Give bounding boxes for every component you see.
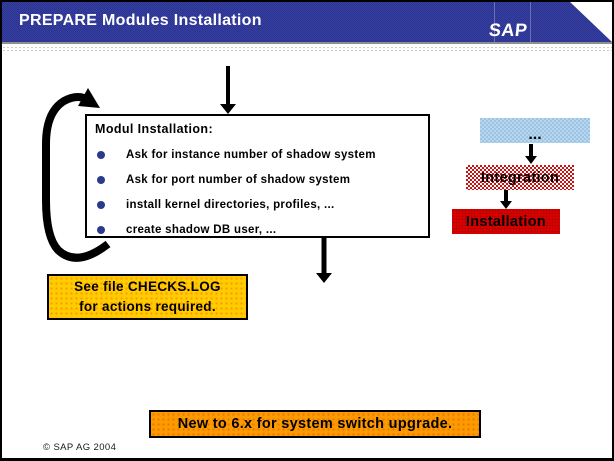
- down-arrow-icon: [524, 144, 538, 164]
- bullet-icon: [97, 226, 105, 234]
- integration-label: Integration: [480, 169, 560, 186]
- header-shadow-texture: [2, 46, 612, 51]
- note-line: See file CHECKS.LOG: [74, 279, 221, 294]
- module-box: Modul Installation: Ask for instance num…: [85, 114, 430, 238]
- bullet-icon: [97, 201, 105, 209]
- down-arrow-icon: [316, 238, 332, 283]
- bullet-text: create shadow DB user, ...: [126, 224, 277, 236]
- note-text: New to 6.x for system switch upgrade.: [177, 416, 453, 432]
- bullet-text: install kernel directories, profiles, ..…: [126, 199, 335, 211]
- checks-log-note: See file CHECKS.LOG for actions required…: [47, 274, 248, 320]
- ellipsis-box: ...: [480, 118, 590, 143]
- note-line: for actions required.: [79, 299, 216, 314]
- bullet-text: Ask for port number of shadow system: [126, 174, 351, 186]
- integration-box: Integration: [466, 165, 574, 190]
- down-arrow-icon: [499, 190, 513, 209]
- bullet-icon: [97, 176, 105, 184]
- header-bar: PREPARE Modules Installation SAP: [2, 2, 612, 44]
- list-item: create shadow DB user, ...: [95, 224, 420, 236]
- logo-divider-line: [494, 2, 495, 42]
- loop-arrow-icon: [42, 88, 111, 262]
- sap-logo: SAP: [488, 20, 529, 40]
- list-item: install kernel directories, profiles, ..…: [95, 199, 420, 211]
- copyright: © SAP AG 2004: [43, 442, 117, 453]
- logo-triangle-shape: [570, 2, 612, 42]
- logo-divider-line: [530, 2, 531, 42]
- page-title: PREPARE Modules Installation: [19, 12, 262, 29]
- module-box-title: Modul Installation:: [95, 122, 214, 136]
- bullet-list: Ask for instance number of shadow system…: [95, 149, 420, 236]
- ellipsis-label: ...: [528, 126, 542, 143]
- bullet-icon: [97, 151, 105, 159]
- list-item: Ask for port number of shadow system: [95, 174, 420, 186]
- bullet-text: Ask for instance number of shadow system: [126, 149, 376, 161]
- list-item: Ask for instance number of shadow system: [95, 149, 420, 161]
- installation-box: Installation: [452, 209, 560, 234]
- down-arrow-icon: [220, 66, 236, 114]
- installation-label: Installation: [465, 213, 547, 230]
- new-to-6x-note: New to 6.x for system switch upgrade.: [149, 410, 481, 438]
